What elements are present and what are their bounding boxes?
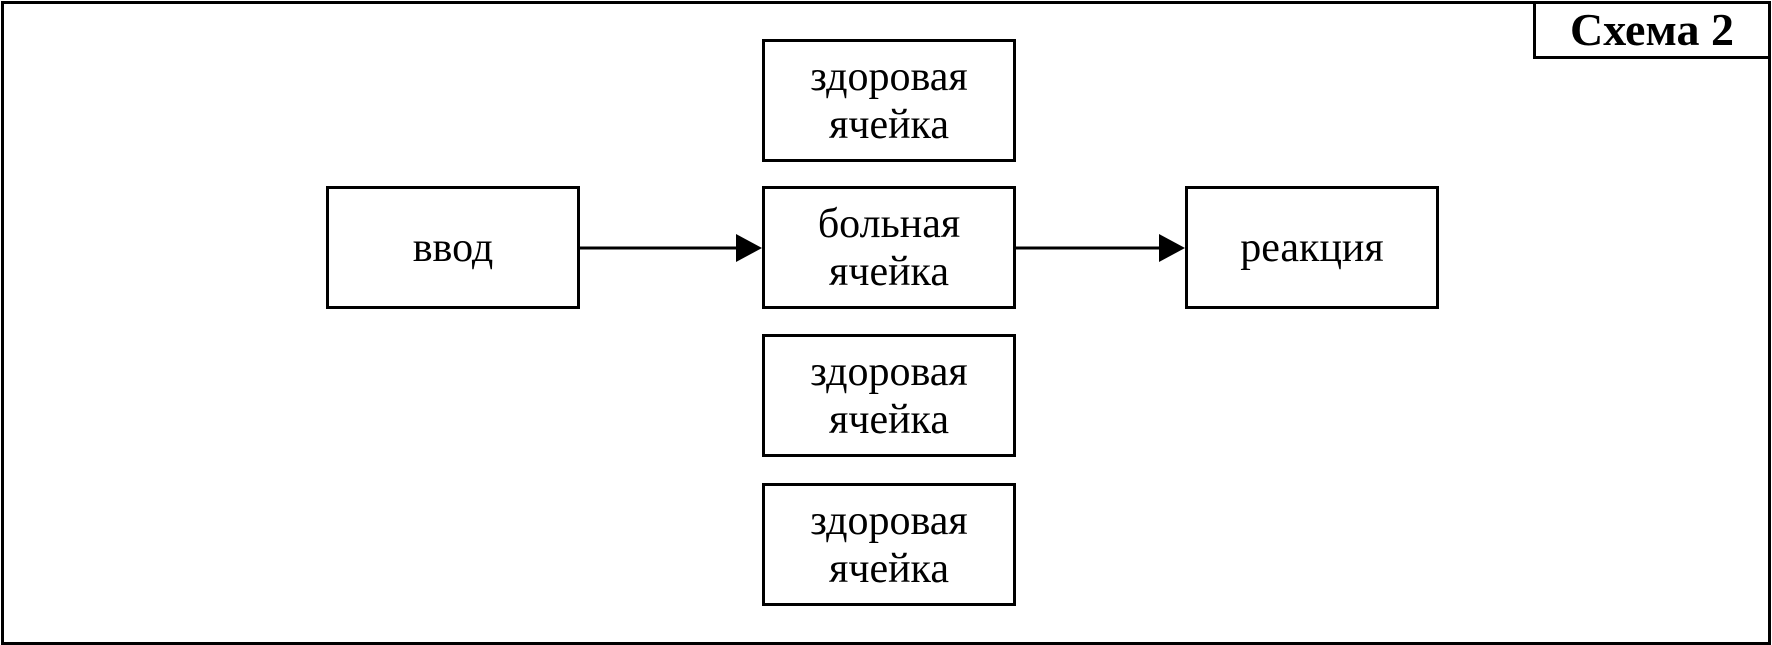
- sick-cell-box: больная ячейка: [762, 186, 1016, 309]
- scheme-label: Схема 2: [1533, 4, 1768, 59]
- healthy-cell-line-2: ячейка: [829, 101, 949, 148]
- healthy-cell-line-2: ячейка: [829, 545, 949, 592]
- healthy-cell-box-middle: здоровая ячейка: [762, 334, 1016, 457]
- healthy-cell-box-bottom: здоровая ячейка: [762, 483, 1016, 606]
- healthy-cell-line-1: здоровая: [810, 53, 968, 100]
- healthy-cell-line-2: ячейка: [829, 396, 949, 443]
- healthy-cell-box-top: здоровая ячейка: [762, 39, 1016, 162]
- reaction-box: реакция: [1185, 186, 1439, 309]
- reaction-label: реакция: [1240, 224, 1384, 271]
- input-label: ввод: [412, 224, 494, 271]
- sick-cell-line-2: ячейка: [829, 248, 949, 295]
- healthy-cell-line-1: здоровая: [810, 348, 968, 395]
- input-box: ввод: [326, 186, 580, 309]
- sick-cell-line-1: больная: [817, 200, 961, 247]
- healthy-cell-line-1: здоровая: [810, 497, 968, 544]
